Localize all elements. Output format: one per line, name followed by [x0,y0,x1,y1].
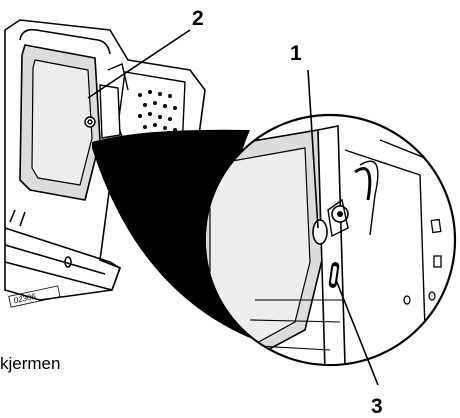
leader-line-1 [307,69,319,229]
callout-1: 1 [290,42,302,65]
door-panel [19,28,111,201]
leader-lines [87,29,379,386]
figure-code-stamp: 02306 [8,285,61,308]
callout-3: 3 [371,395,383,418]
hinge-latch [84,63,129,139]
leader-line-3 [335,279,379,386]
caption-fragment: kjermen [0,354,61,373]
magnified-detail [203,113,457,367]
callout-2: 2 [192,7,204,30]
leader-line-2 [87,29,191,99]
